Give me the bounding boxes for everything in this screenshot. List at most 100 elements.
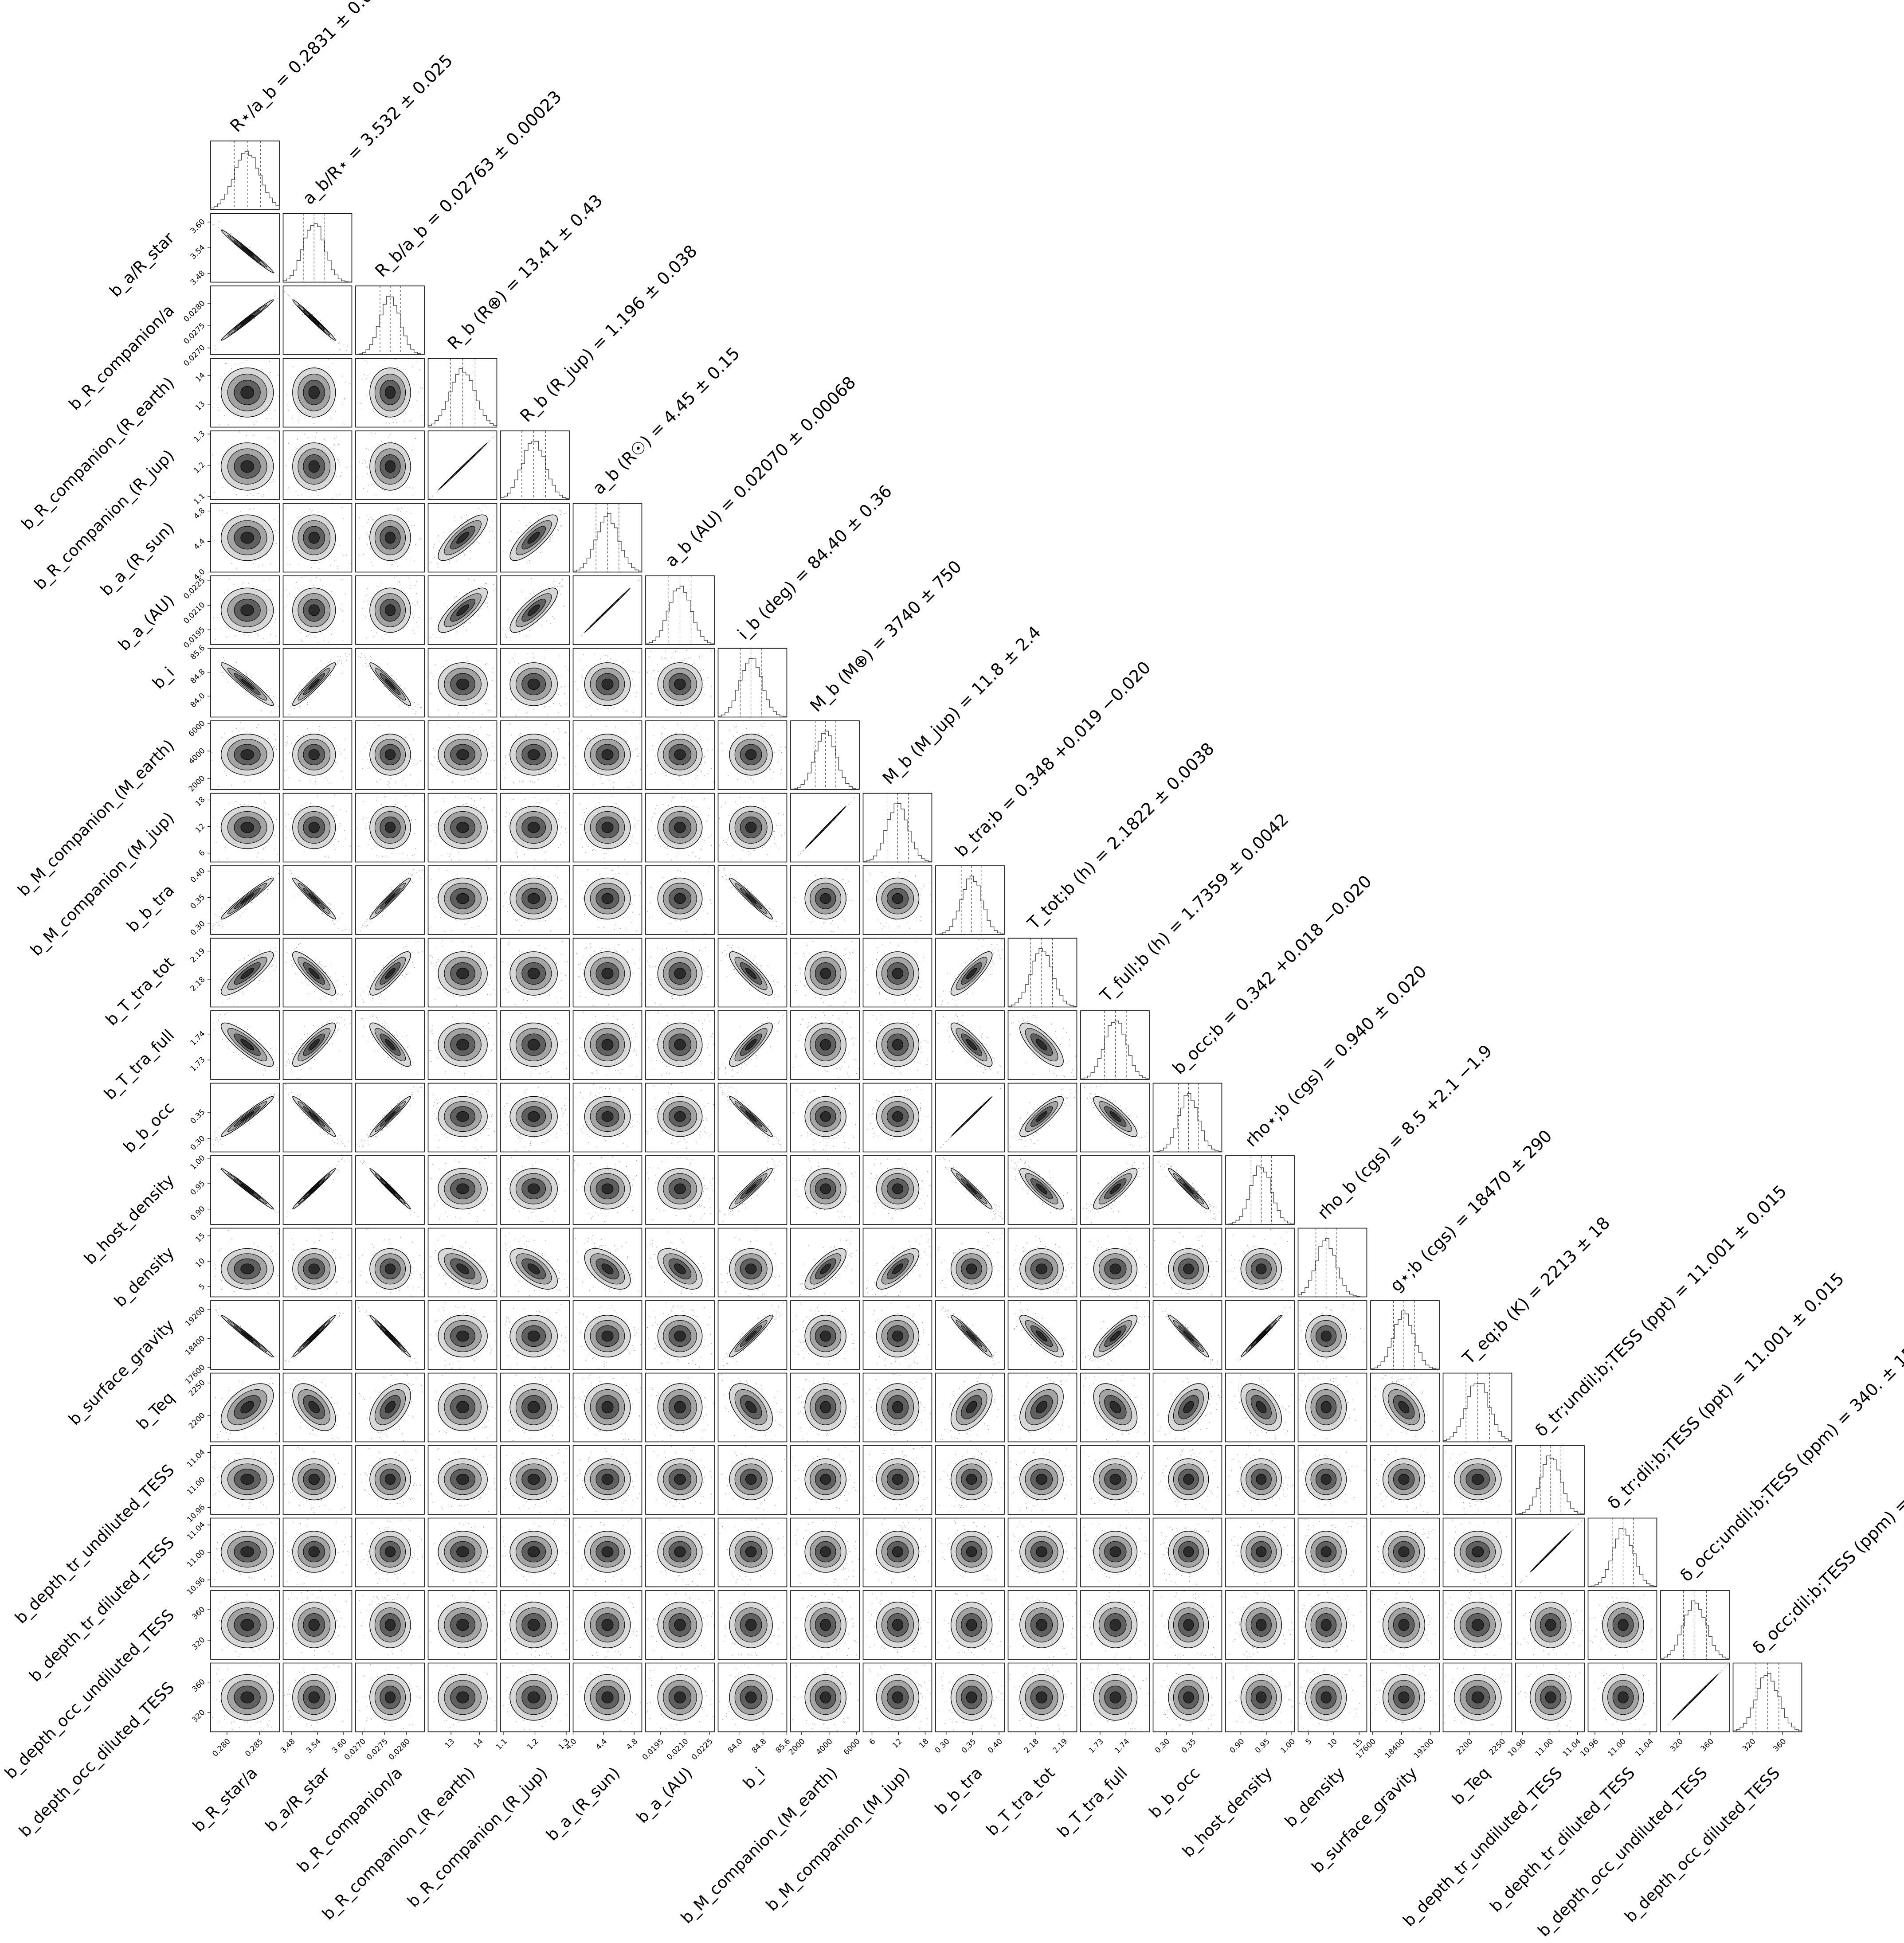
x-axis-label: b_depth_occ_diluted_TESS <box>1621 1764 1783 1926</box>
density-contour <box>966 1474 977 1485</box>
contour-panel-b_b_tra-vs-b_surface_gravity <box>935 1300 1005 1370</box>
contour-panel-b_a/R_star-vs-b_T_tra_full <box>282 1010 353 1080</box>
contour-panel-b_density-vs-b_depth_tr_diluted_TESS <box>1297 1517 1367 1587</box>
density-contour <box>308 893 320 904</box>
x-axis-label: b_M_companion_(M_jup) <box>763 1764 913 1915</box>
density-contour <box>456 532 470 544</box>
contour-panel-b_R_companion/a-vs-b_R_companion_(R_jup) <box>355 430 425 500</box>
x-axis-label: b_i <box>740 1764 768 1793</box>
contour-panel-b_a_(R_sun)-vs-b_M_companion_(M_earth) <box>572 720 643 790</box>
x-tick-label: 2250 <box>1488 1737 1508 1757</box>
density-contour <box>966 1183 977 1194</box>
y-axis-label: b_R_companion_(R_earth) <box>18 374 178 533</box>
x-tick-label: 18400 <box>1383 1737 1406 1760</box>
contour-panel-b_i-vs-b_depth_occ_diluted_TESS <box>717 1662 787 1732</box>
x-tick-label: 0.0280 <box>387 1737 412 1762</box>
contour-panel-b_i-vs-b_M_companion_(M_earth) <box>717 720 787 790</box>
x-axis-label: b_b_tra <box>932 1764 986 1818</box>
contour-panel-b_R_companion/a-vs-b_surface_gravity <box>355 1300 425 1370</box>
x-tick-label: 1.73 <box>1087 1737 1105 1755</box>
density-contour <box>384 968 396 979</box>
contour-panel-b_R_companion/a-vs-b_depth_occ_undiluted_TESS <box>355 1590 425 1660</box>
x-tick-label: 5 <box>1304 1737 1314 1747</box>
density-contour <box>745 1691 757 1704</box>
density-contour <box>601 1691 614 1704</box>
density-contour <box>240 314 254 326</box>
contour-panel-b_a/R_star-vs-b_T_tra_tot <box>282 938 353 1008</box>
y-tick-label: 5 <box>197 1282 207 1292</box>
density-contour <box>240 1691 254 1704</box>
contour-panel-b_M_companion_(M_jup)-vs-b_T_tra_full <box>862 1010 932 1080</box>
contour-panel-b_R_companion_(R_jup)-vs-b_depth_occ_undiluted_TESS <box>500 1590 570 1660</box>
contour-panel-b_R_companion_(R_earth)-vs-b_a_(AU) <box>427 575 498 645</box>
contour-panel-b_R_companion_(R_earth)-vs-b_depth_tr_diluted_TESS <box>427 1517 498 1587</box>
y-tick-label: 3.54 <box>189 243 207 261</box>
density-contour <box>966 1401 977 1414</box>
density-contour <box>456 1039 470 1051</box>
density-contour <box>527 1401 540 1414</box>
contour-panel-b_a_(AU)-vs-b_i <box>645 648 715 718</box>
density-contour <box>745 1039 757 1051</box>
x-tick-label: 18 <box>917 1737 930 1750</box>
contour-panel-b_b_tra-vs-b_b_occ <box>935 1083 1005 1153</box>
contour-panel-b_R_companion_(R_earth)-vs-b_surface_gravity <box>427 1300 498 1370</box>
contour-panel-b_a/R_star-vs-b_M_companion_(M_earth) <box>282 720 353 790</box>
x-tick-label: 320 <box>1669 1737 1685 1753</box>
contour-panel-b_M_companion_(M_earth)-vs-b_M_companion_(M_jup) <box>790 793 860 863</box>
density-contour <box>527 604 540 616</box>
histogram-steps <box>1732 1673 1802 1732</box>
density-contour <box>1109 1263 1121 1274</box>
density-contour <box>240 821 254 833</box>
density-contour <box>892 1474 904 1485</box>
density-contour <box>674 1263 686 1274</box>
contour-panel-b_a_(R_sun)-vs-b_surface_gravity <box>572 1300 643 1370</box>
contour-panel-b_host_density-vs-b_depth_tr_diluted_TESS <box>1225 1517 1295 1587</box>
panel-title: a_b/R⋆ = 3.532 ± 0.025 <box>299 51 457 208</box>
histogram-steps <box>1515 1455 1585 1515</box>
density-contour <box>384 678 396 690</box>
contour-panel-b_R_companion_(R_jup)-vs-b_b_tra <box>500 865 570 935</box>
histogram-panel-b_R_companion_(R_earth) <box>427 358 498 428</box>
contour-panel-b_R_companion/a-vs-b_depth_tr_undiluted_TESS <box>355 1445 425 1515</box>
x-tick-label: 360 <box>1699 1737 1716 1753</box>
y-tick-label: 11.00 <box>185 1475 207 1497</box>
contour-panel-b_R_star/a-vs-b_b_tra <box>210 865 280 935</box>
density-contour <box>892 1619 904 1631</box>
contour-panel-b_a_(AU)-vs-b_T_tra_tot <box>645 938 715 1008</box>
density-contour <box>892 1546 904 1557</box>
histogram-panel-b_R_companion_(R_jup) <box>500 430 570 500</box>
density-contour <box>240 1401 254 1414</box>
density-contour <box>1320 1546 1332 1557</box>
density-contour <box>820 1263 831 1274</box>
contour-panel-b_i-vs-b_Teq <box>717 1372 787 1443</box>
density-contour <box>745 1619 757 1631</box>
contour-panel-b_b_tra-vs-b_depth_tr_undiluted_TESS <box>935 1445 1005 1515</box>
contour-panel-b_i-vs-b_density <box>717 1228 787 1298</box>
density-contour <box>527 532 540 544</box>
density-contour <box>1109 1183 1121 1194</box>
contour-panel-b_T_tra_full-vs-b_density <box>1080 1228 1150 1298</box>
contour-panel-b_R_star/a-vs-b_a_(AU) <box>210 575 280 645</box>
density-contour <box>892 1039 904 1051</box>
y-tick-label: 18400 <box>184 1334 207 1357</box>
contour-panel-b_R_star/a-vs-b_depth_tr_diluted_TESS <box>210 1517 280 1587</box>
contour-panel-b_a/R_star-vs-b_depth_occ_undiluted_TESS <box>282 1590 353 1660</box>
contour-panel-b_a_(AU)-vs-b_depth_tr_diluted_TESS <box>645 1517 715 1587</box>
contour-panel-b_a/R_star-vs-b_a_(AU) <box>282 575 353 645</box>
x-tick-label: 0.0225 <box>690 1737 715 1762</box>
density-contour <box>384 1691 396 1704</box>
density-contour <box>308 460 320 473</box>
y-tick-label: 0.40 <box>189 866 207 884</box>
contour-panel-b_a_(AU)-vs-b_b_occ <box>645 1083 715 1153</box>
y-axis-label: b_b_tra <box>124 881 178 936</box>
density-contour <box>674 1691 686 1704</box>
density-contour <box>527 821 540 833</box>
contour-panel-b_i-vs-b_T_tra_full <box>717 1010 787 1080</box>
contour-panel-b_b_tra-vs-b_T_tra_tot <box>935 938 1005 1008</box>
histogram-panel-b_b_occ <box>1152 1083 1222 1153</box>
density-contour <box>601 968 614 979</box>
density-contour <box>308 1263 320 1274</box>
contour-panel-b_R_companion_(R_earth)-vs-b_Teq <box>427 1372 498 1443</box>
panel-title: T_eq;b (K) = 2213 ± 18 <box>1458 1213 1614 1368</box>
